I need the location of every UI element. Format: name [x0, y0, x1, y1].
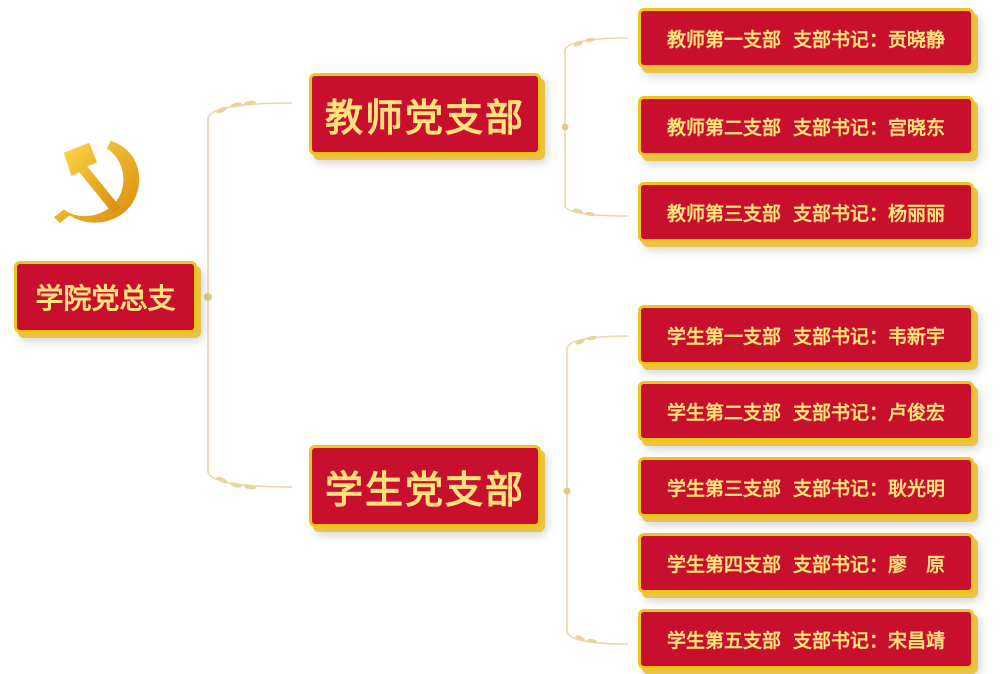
hammer-and-sickle-icon [53, 140, 140, 224]
leaf-branch-name: 学生第四支部 [666, 553, 781, 576]
wheat-ornament [587, 638, 597, 644]
connector-knot-teacher [561, 123, 569, 131]
wheat-ornament [587, 335, 597, 341]
wheat-ornament [573, 41, 583, 47]
leaf-node: 学生第一支部 支部书记：韦新宇 [638, 305, 974, 365]
wheat-ornament [230, 102, 242, 108]
wheat-ornament [585, 37, 595, 43]
leaf-branch-name: 教师第二支部 [666, 116, 781, 139]
root-node-label: 学院党总支 [35, 282, 176, 315]
leaf-branch-name: 学生第一支部 [666, 325, 781, 348]
leaf-secretary: 支部书记：廖 原 [793, 553, 946, 576]
connector-student-bottom [566, 631, 629, 645]
wheat-ornament [244, 100, 256, 106]
leaf-node: 教师第二支部 支部书记：宫晓东 [638, 96, 974, 156]
leaf-secretary: 支部书记：韦新宇 [793, 325, 946, 348]
wheat-ornament [244, 484, 256, 490]
leaf-secretary: 支部书记：宋昌靖 [793, 629, 946, 652]
connector-knot-student [563, 487, 571, 495]
connector-teacher-bottom [564, 205, 629, 217]
leaf-branch-name: 学生第二支部 [666, 401, 781, 424]
connector-teacher-top [564, 37, 629, 51]
leaf-branch-name: 学生第三支部 [666, 477, 781, 500]
leaf-node: 学生第二支部 支部书记：卢俊宏 [638, 381, 974, 441]
teacher-branch-label: 教师党支部 [324, 95, 525, 140]
student-branch-label: 学生党支部 [324, 467, 525, 512]
wheat-ornament [216, 476, 228, 484]
leaf-node: 学生第四支部 支部书记：廖 原 [638, 533, 974, 593]
connector-knot-root [204, 293, 212, 301]
leaf-secretary: 支部书记：耿光明 [793, 477, 946, 500]
leaf-secretary: 支部书记：卢俊宏 [793, 401, 946, 424]
leaf-branch-name: 教师第三支部 [666, 202, 781, 225]
leaf-node: 教师第一支部 支部书记：贡晓静 [638, 8, 974, 68]
wheat-ornament [575, 339, 585, 345]
leaf-secretary: 支部书记：贡晓静 [793, 28, 946, 51]
teacher-branch-node: 教师党支部 [309, 73, 541, 155]
leaf-branch-name: 学生第五支部 [666, 629, 781, 652]
student-branch-node: 学生党支部 [309, 445, 541, 527]
wheat-ornament [585, 211, 595, 217]
connector-student-top [566, 335, 629, 349]
wheat-ornament [575, 635, 585, 641]
leaf-node: 教师第三支部 支部书记：杨丽丽 [638, 182, 974, 242]
wheat-ornament [216, 106, 228, 114]
root-node: 学院党总支 [14, 261, 197, 333]
leaf-secretary: 支部书记：宫晓东 [793, 116, 946, 139]
leaf-branch-name: 教师第一支部 [666, 28, 781, 51]
wheat-ornament [573, 208, 583, 214]
leaf-secretary: 支部书记：杨丽丽 [793, 202, 946, 225]
leaf-node: 学生第三支部 支部书记：耿光明 [638, 457, 974, 517]
wheat-ornament [230, 482, 242, 488]
leaf-node: 学生第五支部 支部书记：宋昌靖 [638, 609, 974, 669]
